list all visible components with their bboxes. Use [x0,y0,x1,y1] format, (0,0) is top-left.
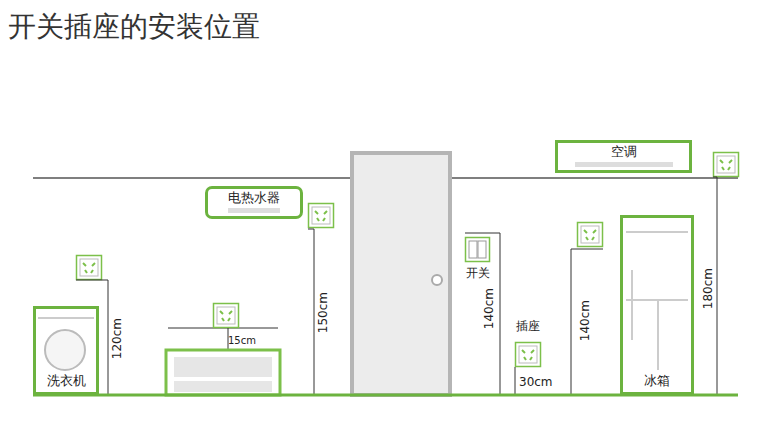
cabinet-drawer [174,357,272,377]
node-label: 洗衣机 [47,374,86,389]
height-dimension: 15cm [228,335,256,346]
socket-icon [214,304,239,328]
node-label: 冰箱 [644,374,670,389]
node-label: 开关 [466,267,490,281]
wall-line [33,177,350,179]
socket-icon [714,153,739,177]
height-dimension: 180cm [702,267,715,308]
ac-vent [575,162,673,167]
height-dimension: 140cm [483,287,496,328]
socket-icon [578,223,603,247]
height-dimension: 140cm [579,299,592,340]
washer-panel [38,317,94,319]
node-label: 电热水器 [228,191,280,206]
washer-drum [45,330,85,370]
switch-key [469,241,477,258]
door-knob [432,275,442,285]
socket-icon [77,256,102,280]
fridge-detail [657,300,659,370]
height-dimension: 120cm [111,317,124,358]
height-dimension: 150cm [317,291,330,332]
dimension-line [515,367,516,395]
switch-icon [466,238,490,262]
switch-key [478,241,486,258]
ac-box: 空调 [555,140,692,173]
washer-box: 洗衣机 [33,306,99,395]
dimension-line [571,249,603,395]
node-label: 空调 [611,145,637,160]
heater-box: 电热水器 [205,186,303,219]
node-label: 插座 [514,320,542,334]
cabinet-drawer [174,381,272,392]
wall-line [452,177,738,179]
socket-icon [309,204,334,228]
fridge-box: 冰箱 [620,215,694,395]
fridge-handle [631,270,633,340]
switch-node: 开关 [458,236,498,281]
door [352,153,450,395]
heater-vent [228,208,280,213]
dimension-line [308,229,314,395]
height-dimension: 30cm [519,376,553,389]
cabinet [166,350,280,395]
title: 开关插座的安装位置 [8,8,260,46]
socket-node: 插座 [508,320,548,368]
dimension-line [465,233,500,395]
fridge-detail [626,231,688,233]
socket-icon [516,343,541,367]
